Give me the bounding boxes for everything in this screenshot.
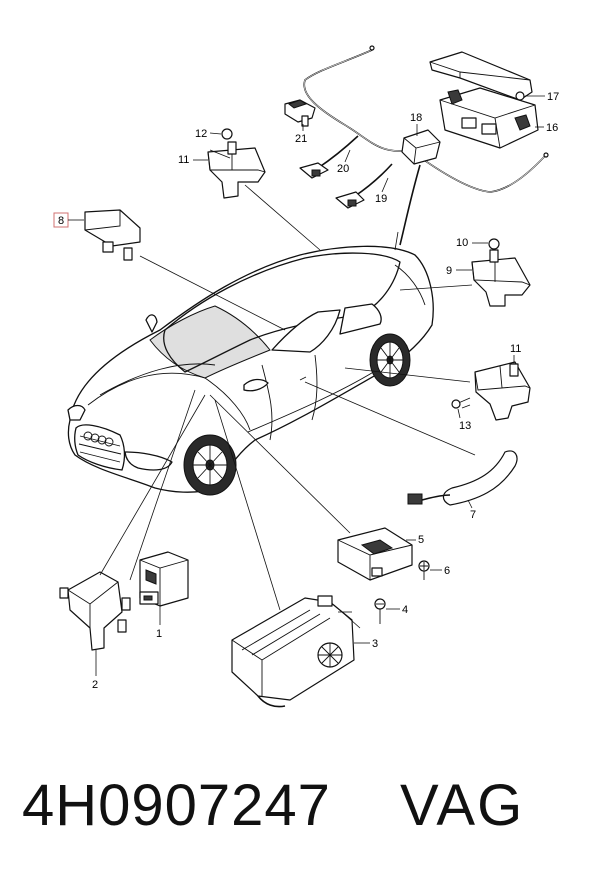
callout-16: 16 <box>546 122 558 134</box>
callout-12: 12 <box>195 128 207 140</box>
part-1-relay <box>139 551 189 607</box>
callout-17: 17 <box>547 91 559 103</box>
front-wheel <box>183 434 237 496</box>
part-11-bracket-top <box>207 128 266 199</box>
leader-lines <box>99 149 476 629</box>
part-7-door-handle-sensor <box>407 450 518 506</box>
callout-8: 8 <box>58 215 64 227</box>
callout-4: 4 <box>402 604 408 616</box>
callout-7: 7 <box>470 509 476 521</box>
part-number: 4H0907247 <box>22 773 331 838</box>
callout-9: 9 <box>446 265 452 277</box>
callout-19: 19 <box>375 193 387 205</box>
part-4-screw <box>374 598 386 624</box>
part-9-bracket-right <box>471 238 531 307</box>
part-21-clip <box>284 99 316 127</box>
callout-10: 10 <box>456 237 468 249</box>
callout-18: 18 <box>410 112 422 124</box>
callout-3: 3 <box>372 638 378 650</box>
part-16-module <box>439 87 539 149</box>
part-2-bracket <box>59 571 131 651</box>
part-11-bracket-right <box>451 361 531 421</box>
callout-6: 6 <box>444 565 450 577</box>
part-5-control-unit <box>337 527 413 581</box>
part-18-cable-harness <box>303 45 549 246</box>
callout-1: 1 <box>156 628 162 640</box>
callout-21: 21 <box>295 133 307 145</box>
part-3-large-module <box>231 595 355 708</box>
callout-20: 20 <box>337 163 349 175</box>
car-illustration <box>67 245 434 496</box>
part-19-cable-clip <box>335 163 393 209</box>
callout-11-top: 11 <box>178 154 189 166</box>
part-20-cable-clip <box>299 135 359 179</box>
callout-labels: 8 12 11 21 20 19 18 16 17 10 9 11 13 7 5… <box>53 91 559 691</box>
footer: 4H0907247 VAG <box>22 764 582 848</box>
brand-label: VAG <box>400 773 525 838</box>
callout-13: 13 <box>459 420 471 432</box>
rear-wheel <box>369 333 411 387</box>
callout-2: 2 <box>92 679 98 691</box>
part-6-screw <box>418 560 430 580</box>
part-8-bracket <box>84 209 141 261</box>
callout-5: 5 <box>418 534 424 546</box>
callout-11-right: 11 <box>510 343 521 355</box>
